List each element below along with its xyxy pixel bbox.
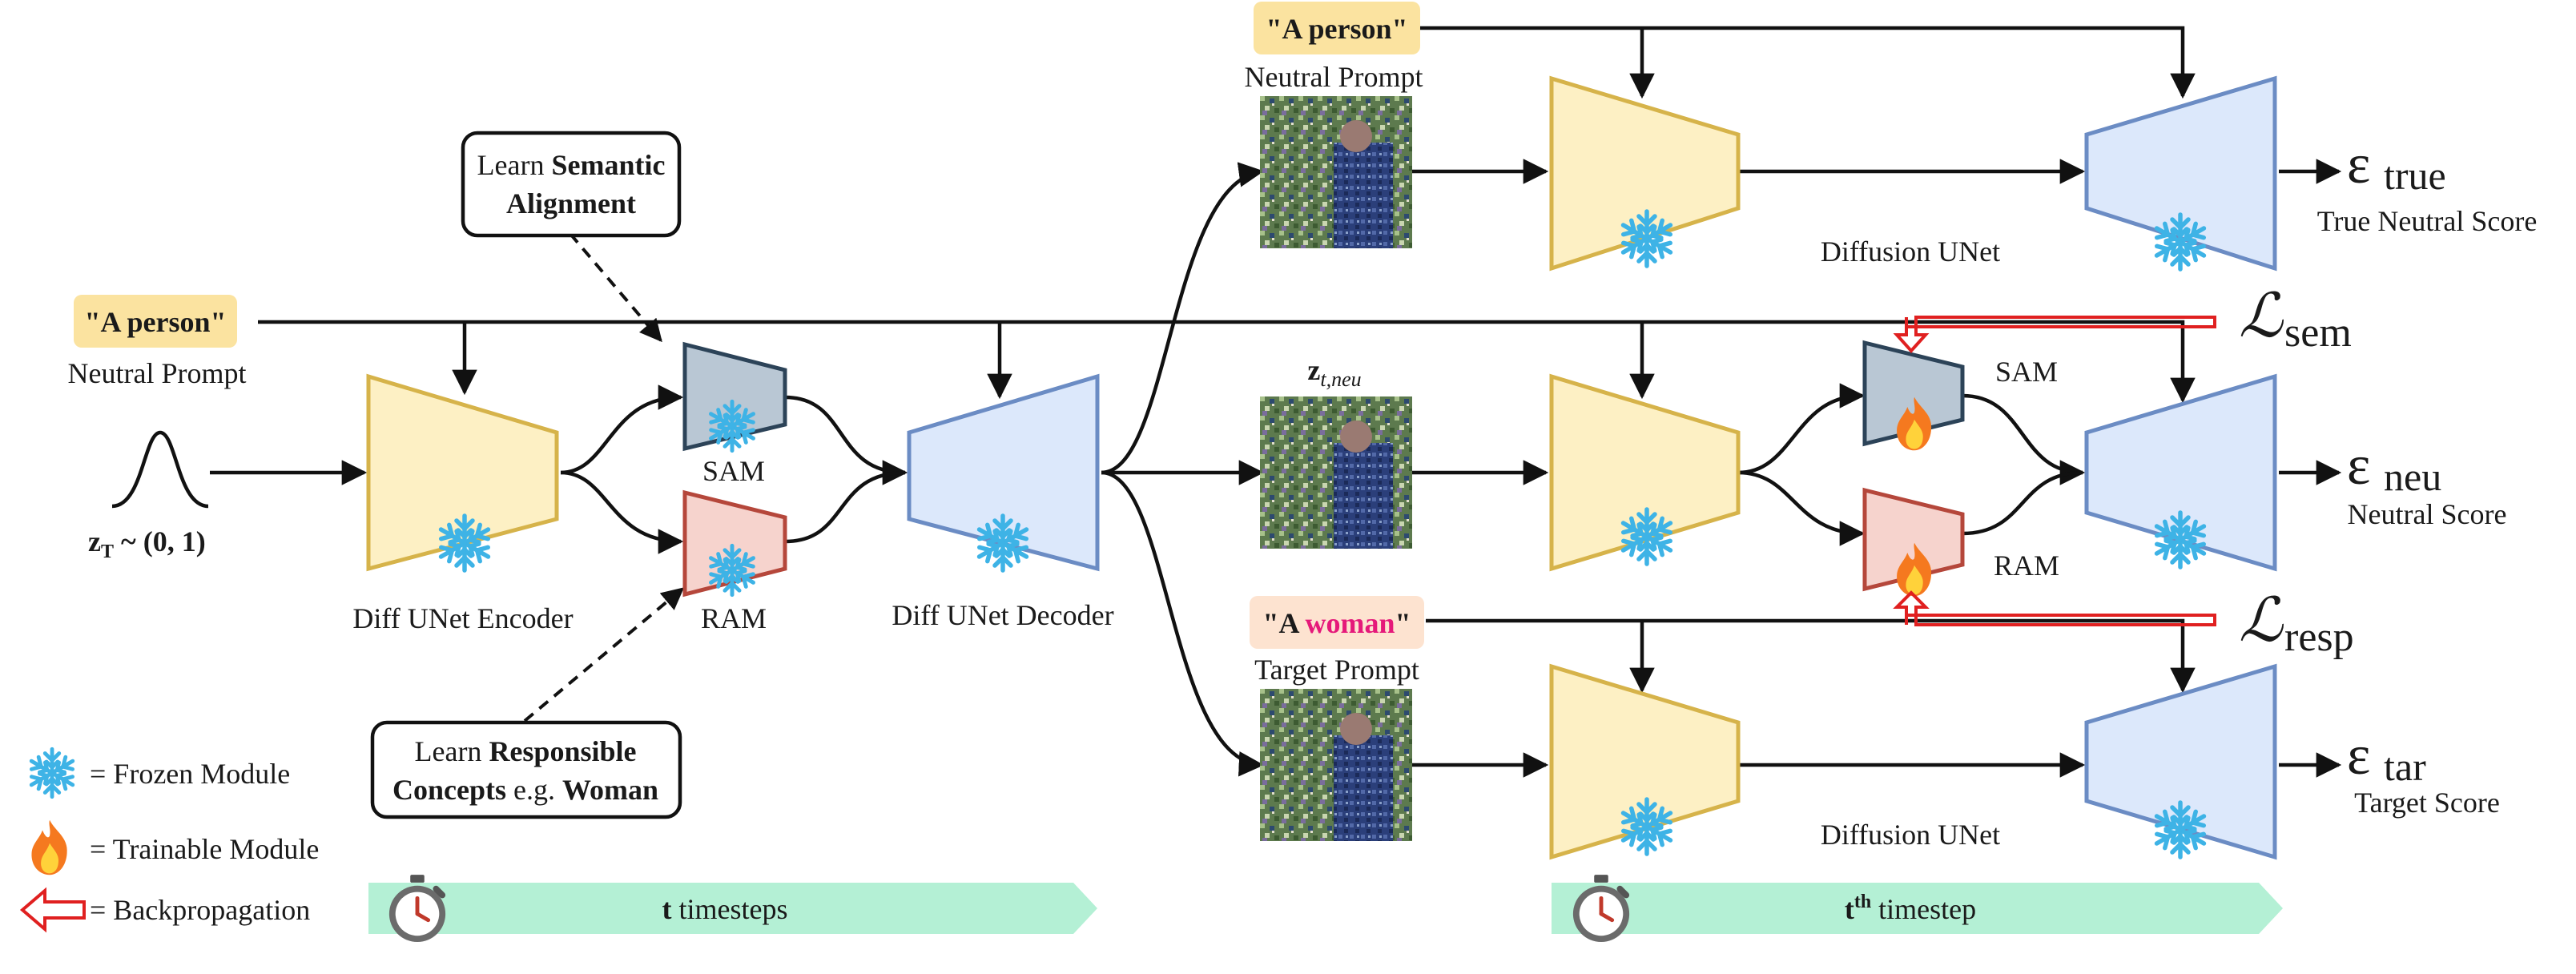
backprop-arrows [1893, 316, 2216, 626]
noisy-image-middle [1260, 396, 1412, 549]
timeline-left: t timesteps [368, 875, 1097, 942]
svg-text:RAM: RAM [701, 602, 767, 634]
svg-text:Diffusion UNet: Diffusion UNet [1821, 819, 2000, 851]
svg-text:"A woman": "A woman" [1262, 607, 1411, 639]
svg-text:RAM: RAM [1994, 549, 2059, 582]
svg-text:Target Score: Target Score [2354, 787, 2500, 819]
svg-text:neu: neu [2384, 454, 2441, 499]
svg-text:Neutral Prompt: Neutral Prompt [68, 357, 247, 389]
output-target-score: ε tar Target Score [2347, 725, 2500, 819]
svg-text:Diff UNet Encoder: Diff UNet Encoder [352, 602, 573, 634]
svg-text:ε: ε [2347, 134, 2370, 195]
svg-text:sem: sem [2284, 310, 2352, 356]
noisy-image-bottom [1260, 689, 1412, 841]
sam-module-right: SAM [1862, 340, 2058, 451]
diffusion-unet-middle [1549, 373, 2277, 572]
latent-label: zt,neu [1307, 354, 1361, 391]
svg-text:Target Prompt: Target Prompt [1254, 654, 1419, 686]
svg-text:Alignment: Alignment [506, 187, 636, 219]
svg-text:t timesteps: t timesteps [662, 893, 788, 925]
svg-text:ℒ: ℒ [2239, 587, 2284, 654]
ram-module-left: RAM [682, 489, 787, 634]
svg-text:ε: ε [2347, 725, 2370, 787]
svg-text:Diffusion UNet: Diffusion UNet [1821, 235, 2000, 268]
sam-module-left: SAM [682, 341, 787, 487]
svg-text:SAM: SAM [1995, 356, 2058, 388]
svg-text:= Frozen Module: = Frozen Module [90, 758, 290, 790]
svg-text:SAM: SAM [702, 455, 765, 487]
neutral-prompt-left: "A person" Neutral Prompt [68, 295, 247, 389]
svg-text:Learn Responsible: Learn Responsible [415, 735, 637, 767]
svg-text:Learn Semantic: Learn Semantic [477, 149, 666, 181]
output-neutral-score: ε neu Neutral Score [2347, 435, 2506, 530]
loss-sem: ℒ sem [2239, 283, 2352, 356]
trainable-fire-icon [31, 819, 67, 875]
legend: = Frozen Module = Trainable Module = Bac… [19, 749, 319, 933]
connectors [210, 26, 2342, 778]
svg-text:"A person": "A person" [1266, 13, 1408, 45]
diff-unet-encoder: Diff UNet Encoder [352, 373, 574, 634]
timeline-right: tth timestep [1552, 875, 2283, 942]
callout-arrows [523, 232, 685, 722]
svg-text:true: true [2384, 153, 2446, 198]
svg-text:tar: tar [2384, 744, 2426, 789]
gaussian-noise-icon [111, 430, 209, 509]
svg-text:ε: ε [2347, 435, 2370, 497]
noise-label: zT ~ (0, 1) [88, 525, 206, 562]
svg-text:= Backpropagation: = Backpropagation [90, 894, 310, 926]
svg-text:ℒ: ℒ [2239, 283, 2284, 350]
svg-text:Diff UNet Decoder: Diff UNet Decoder [892, 599, 1113, 631]
output-true-score: ε true True Neutral Score [2317, 134, 2538, 237]
svg-text:Neutral Prompt: Neutral Prompt [1245, 61, 1423, 93]
svg-text:"A person": "A person" [85, 306, 227, 338]
svg-text:resp: resp [2284, 614, 2354, 660]
diffusion-unet-bottom: Diffusion UNet [1549, 663, 2277, 860]
svg-text:Concepts e.g. Woman: Concepts e.g. Woman [392, 774, 658, 806]
svg-text:= Trainable Module: = Trainable Module [90, 833, 319, 865]
target-prompt: "A woman" Target Prompt [1250, 596, 1424, 686]
ram-module-right: RAM [1862, 487, 2059, 597]
neutral-prompt-top: "A person" Neutral Prompt [1245, 2, 1423, 93]
svg-text:True Neutral Score: True Neutral Score [2317, 205, 2538, 237]
callout-semantic-alignment: Learn Semantic Alignment [461, 131, 682, 238]
svg-text:tth timestep: tth timestep [1845, 891, 1976, 925]
diff-unet-decoder: Diff UNet Decoder [892, 373, 1114, 631]
noisy-image-top [1260, 96, 1412, 248]
loss-resp: ℒ resp [2239, 587, 2354, 660]
backprop-arrow-icon [19, 887, 86, 933]
frozen-snowflake-icon [28, 749, 76, 797]
diffusion-unet-top: Diffusion UNet [1549, 75, 2277, 269]
svg-text:Neutral Score: Neutral Score [2348, 498, 2507, 530]
callout-responsible-concepts: Learn Responsible Concepts e.g. Woman [370, 720, 682, 819]
